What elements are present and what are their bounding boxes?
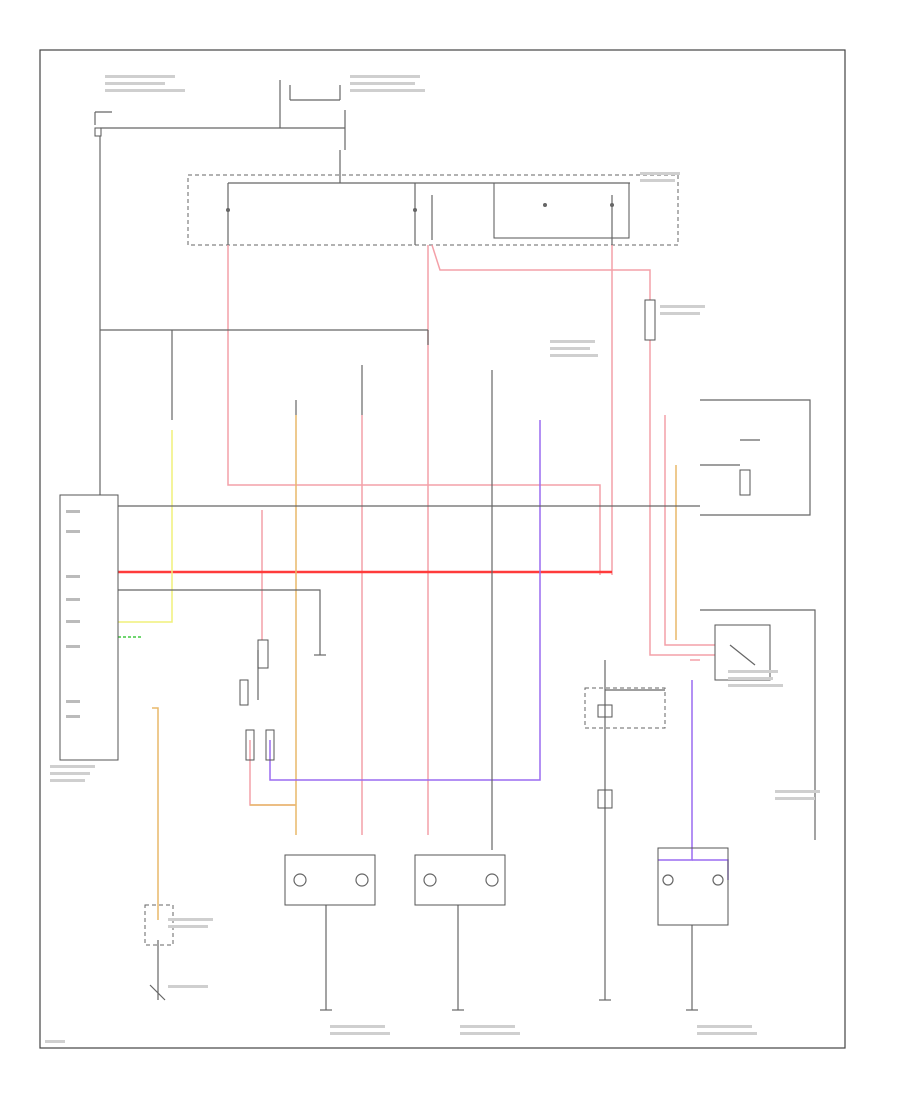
rear-lights: [657, 847, 729, 926]
relay-right-middle: [714, 469, 771, 681]
left-headlight: [284, 854, 376, 906]
connector-left: [239, 639, 275, 761]
ground-symbols: [314, 654, 698, 1011]
orange-wires: [152, 415, 677, 920]
black-wires: [99, 160, 816, 1010]
purple-wires: [269, 420, 729, 880]
red-wires: [227, 244, 715, 835]
relay-top-right: [644, 299, 656, 341]
combination-switch-box: [187, 150, 679, 246]
diagram-border: [39, 49, 846, 1049]
control-module: [59, 494, 119, 761]
fuse-block-top: [94, 80, 346, 160]
bottom-switch: [144, 904, 174, 1001]
caption-bars: [45, 75, 820, 1043]
yellow-wire: [118, 430, 173, 623]
right-headlight: [414, 854, 506, 906]
fuse-right: [584, 687, 666, 809]
